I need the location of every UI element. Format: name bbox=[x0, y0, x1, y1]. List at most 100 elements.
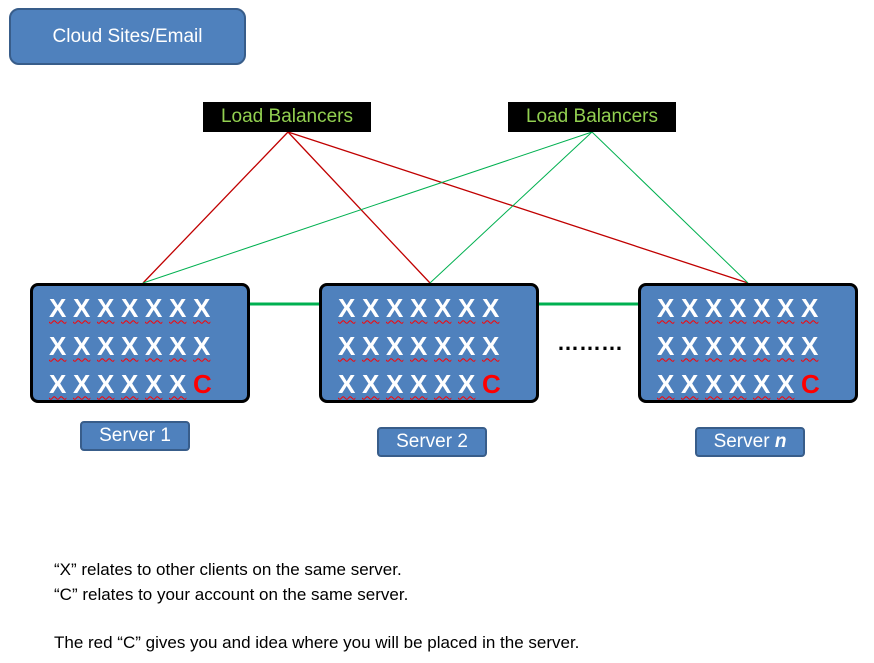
load-balancer-1: Load Balancers bbox=[203, 102, 371, 132]
client-mark: X bbox=[434, 292, 452, 323]
client-mark: X bbox=[193, 330, 211, 361]
lb1-to-server1-line bbox=[142, 131, 289, 284]
client-mark: X bbox=[121, 368, 139, 399]
client-mark: X bbox=[362, 292, 380, 323]
server-2-label-prefix: Server bbox=[396, 431, 453, 452]
client-mark: X bbox=[777, 330, 795, 361]
client-mark: X bbox=[753, 292, 771, 323]
load-balancer-2-label: Load Balancers bbox=[525, 106, 659, 127]
client-mark: X bbox=[458, 368, 476, 399]
client-mark: X bbox=[169, 330, 187, 361]
client-mark: X bbox=[729, 368, 747, 399]
load-balancer-2: Load Balancers bbox=[508, 102, 676, 132]
client-mark: X bbox=[97, 292, 115, 323]
client-mark: X bbox=[145, 330, 163, 361]
client-mark: X bbox=[73, 368, 91, 399]
notes: “X” relates to other clients on the same… bbox=[54, 558, 834, 656]
client-mark: X bbox=[169, 292, 187, 323]
client-mark: X bbox=[753, 330, 771, 361]
client-mark: X bbox=[193, 292, 211, 323]
client-mark: X bbox=[681, 292, 699, 323]
client-mark: X bbox=[386, 330, 404, 361]
client-mark: X bbox=[434, 368, 452, 399]
client-mark: X bbox=[705, 330, 723, 361]
client-mark: X bbox=[49, 330, 67, 361]
client-mark: X bbox=[97, 330, 115, 361]
account-mark: C bbox=[193, 368, 212, 399]
client-mark: X bbox=[145, 368, 163, 399]
server-n-label-prefix: Server bbox=[713, 431, 770, 452]
lb2-to-server1-line bbox=[142, 131, 593, 284]
note-red-c: The red “C” gives you and idea where you… bbox=[54, 633, 580, 652]
client-mark: X bbox=[362, 330, 380, 361]
client-mark: X bbox=[729, 292, 747, 323]
client-mark: X bbox=[338, 330, 356, 361]
client-mark: X bbox=[801, 330, 819, 361]
lb1-to-server2-line bbox=[287, 131, 431, 284]
client-mark: X bbox=[753, 368, 771, 399]
server-1-label-number: 1 bbox=[160, 425, 171, 446]
client-mark: X bbox=[49, 292, 67, 323]
client-mark: X bbox=[386, 368, 404, 399]
client-mark: X bbox=[121, 330, 139, 361]
lb2-to-servern-line bbox=[591, 131, 749, 284]
client-mark: X bbox=[681, 368, 699, 399]
lb1-to-servern-line bbox=[287, 131, 749, 284]
client-mark: X bbox=[458, 330, 476, 361]
client-mark: X bbox=[73, 330, 91, 361]
client-mark: X bbox=[410, 292, 428, 323]
client-mark: X bbox=[73, 292, 91, 323]
client-mark: X bbox=[338, 292, 356, 323]
client-mark: X bbox=[49, 368, 67, 399]
client-mark: X bbox=[410, 330, 428, 361]
client-mark: X bbox=[657, 330, 675, 361]
client-mark: X bbox=[681, 330, 699, 361]
client-mark: X bbox=[777, 368, 795, 399]
server-2-label-number: 2 bbox=[457, 431, 468, 452]
client-mark: X bbox=[169, 368, 187, 399]
more-servers-ellipsis: ……… bbox=[557, 330, 623, 355]
client-mark: X bbox=[482, 330, 500, 361]
client-mark: X bbox=[657, 292, 675, 323]
client-mark: X bbox=[362, 368, 380, 399]
diagram-title: Cloud Sites/Email bbox=[52, 25, 203, 47]
server-n-label-number: n bbox=[774, 431, 787, 452]
client-mark: X bbox=[705, 368, 723, 399]
client-mark: X bbox=[338, 368, 356, 399]
client-mark: X bbox=[434, 330, 452, 361]
client-mark: X bbox=[145, 292, 163, 323]
client-mark: X bbox=[777, 292, 795, 323]
server-1-label-prefix: Server bbox=[99, 425, 156, 446]
note-c: “C” relates to your account on the same … bbox=[54, 584, 409, 604]
server-1-label: Server 1 bbox=[80, 421, 190, 451]
client-mark: X bbox=[386, 292, 404, 323]
client-mark: X bbox=[657, 368, 675, 399]
server-2-label: Server 2 bbox=[377, 427, 487, 457]
note-x: “X” relates to other clients on the same… bbox=[54, 560, 402, 579]
client-mark: X bbox=[458, 292, 476, 323]
client-mark: X bbox=[97, 368, 115, 399]
account-mark: C bbox=[482, 368, 501, 399]
server-n-label: Server n bbox=[695, 427, 805, 457]
title-box: Cloud Sites/Email bbox=[9, 8, 246, 65]
client-mark: X bbox=[729, 330, 747, 361]
note-spacer bbox=[54, 607, 834, 631]
load-balancer-1-label: Load Balancers bbox=[220, 106, 354, 127]
client-mark: X bbox=[801, 292, 819, 323]
client-mark: X bbox=[482, 292, 500, 323]
client-mark: X bbox=[121, 292, 139, 323]
client-mark: X bbox=[410, 368, 428, 399]
